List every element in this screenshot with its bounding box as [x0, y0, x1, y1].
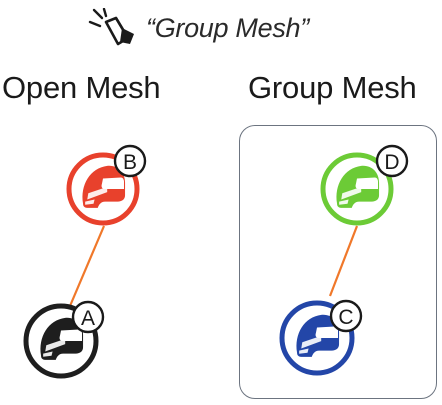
badge-d-label: D	[384, 151, 399, 174]
badge-b: B	[115, 146, 145, 176]
open-mesh-link	[70, 226, 104, 306]
badge-b-label: B	[123, 151, 137, 174]
group-mesh-link	[330, 226, 357, 296]
badge-c-label: C	[338, 306, 353, 329]
badge-a: A	[73, 302, 103, 332]
badge-a-label: A	[81, 307, 95, 330]
badge-c: C	[331, 301, 361, 331]
badge-d: D	[377, 146, 407, 176]
